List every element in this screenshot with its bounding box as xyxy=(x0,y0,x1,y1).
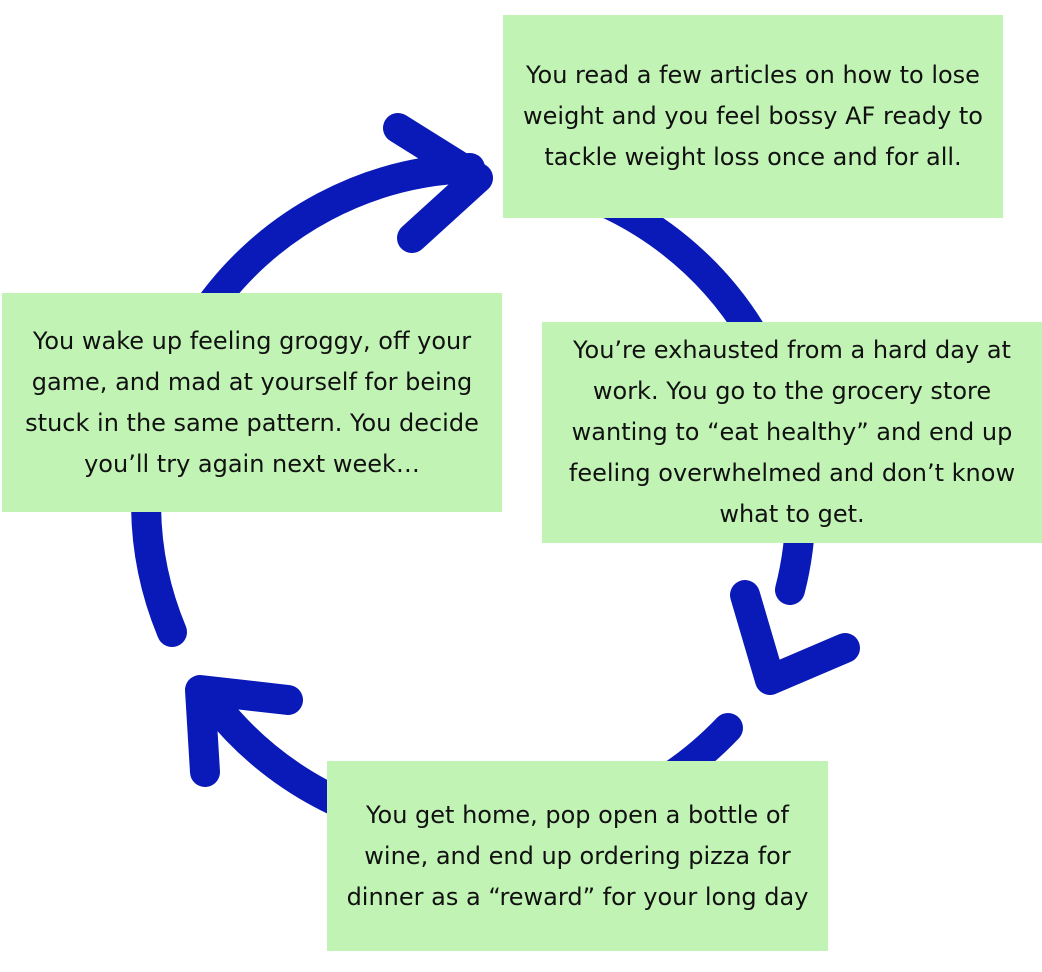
step-text: You get home, pop open a bottle of wine,… xyxy=(346,800,809,911)
arrowhead-bottom-left-icon xyxy=(185,675,303,787)
step-box-wake-groggy: You wake up feeling groggy, off your gam… xyxy=(2,293,502,512)
arrowhead-right-icon xyxy=(730,580,860,695)
step-text: You read a few articles on how to lose w… xyxy=(523,61,983,171)
arrowhead-top-icon xyxy=(383,113,493,253)
step-box-read-articles: You read a few articles on how to lose w… xyxy=(503,15,1003,218)
step-text: You wake up feeling groggy, off your gam… xyxy=(25,326,479,478)
step-box-grocery-store: You’re exhausted from a hard day at work… xyxy=(542,322,1042,543)
step-text: You’re exhausted from a hard day at work… xyxy=(568,336,1016,528)
step-box-wine-pizza: You get home, pop open a bottle of wine,… xyxy=(327,761,828,951)
